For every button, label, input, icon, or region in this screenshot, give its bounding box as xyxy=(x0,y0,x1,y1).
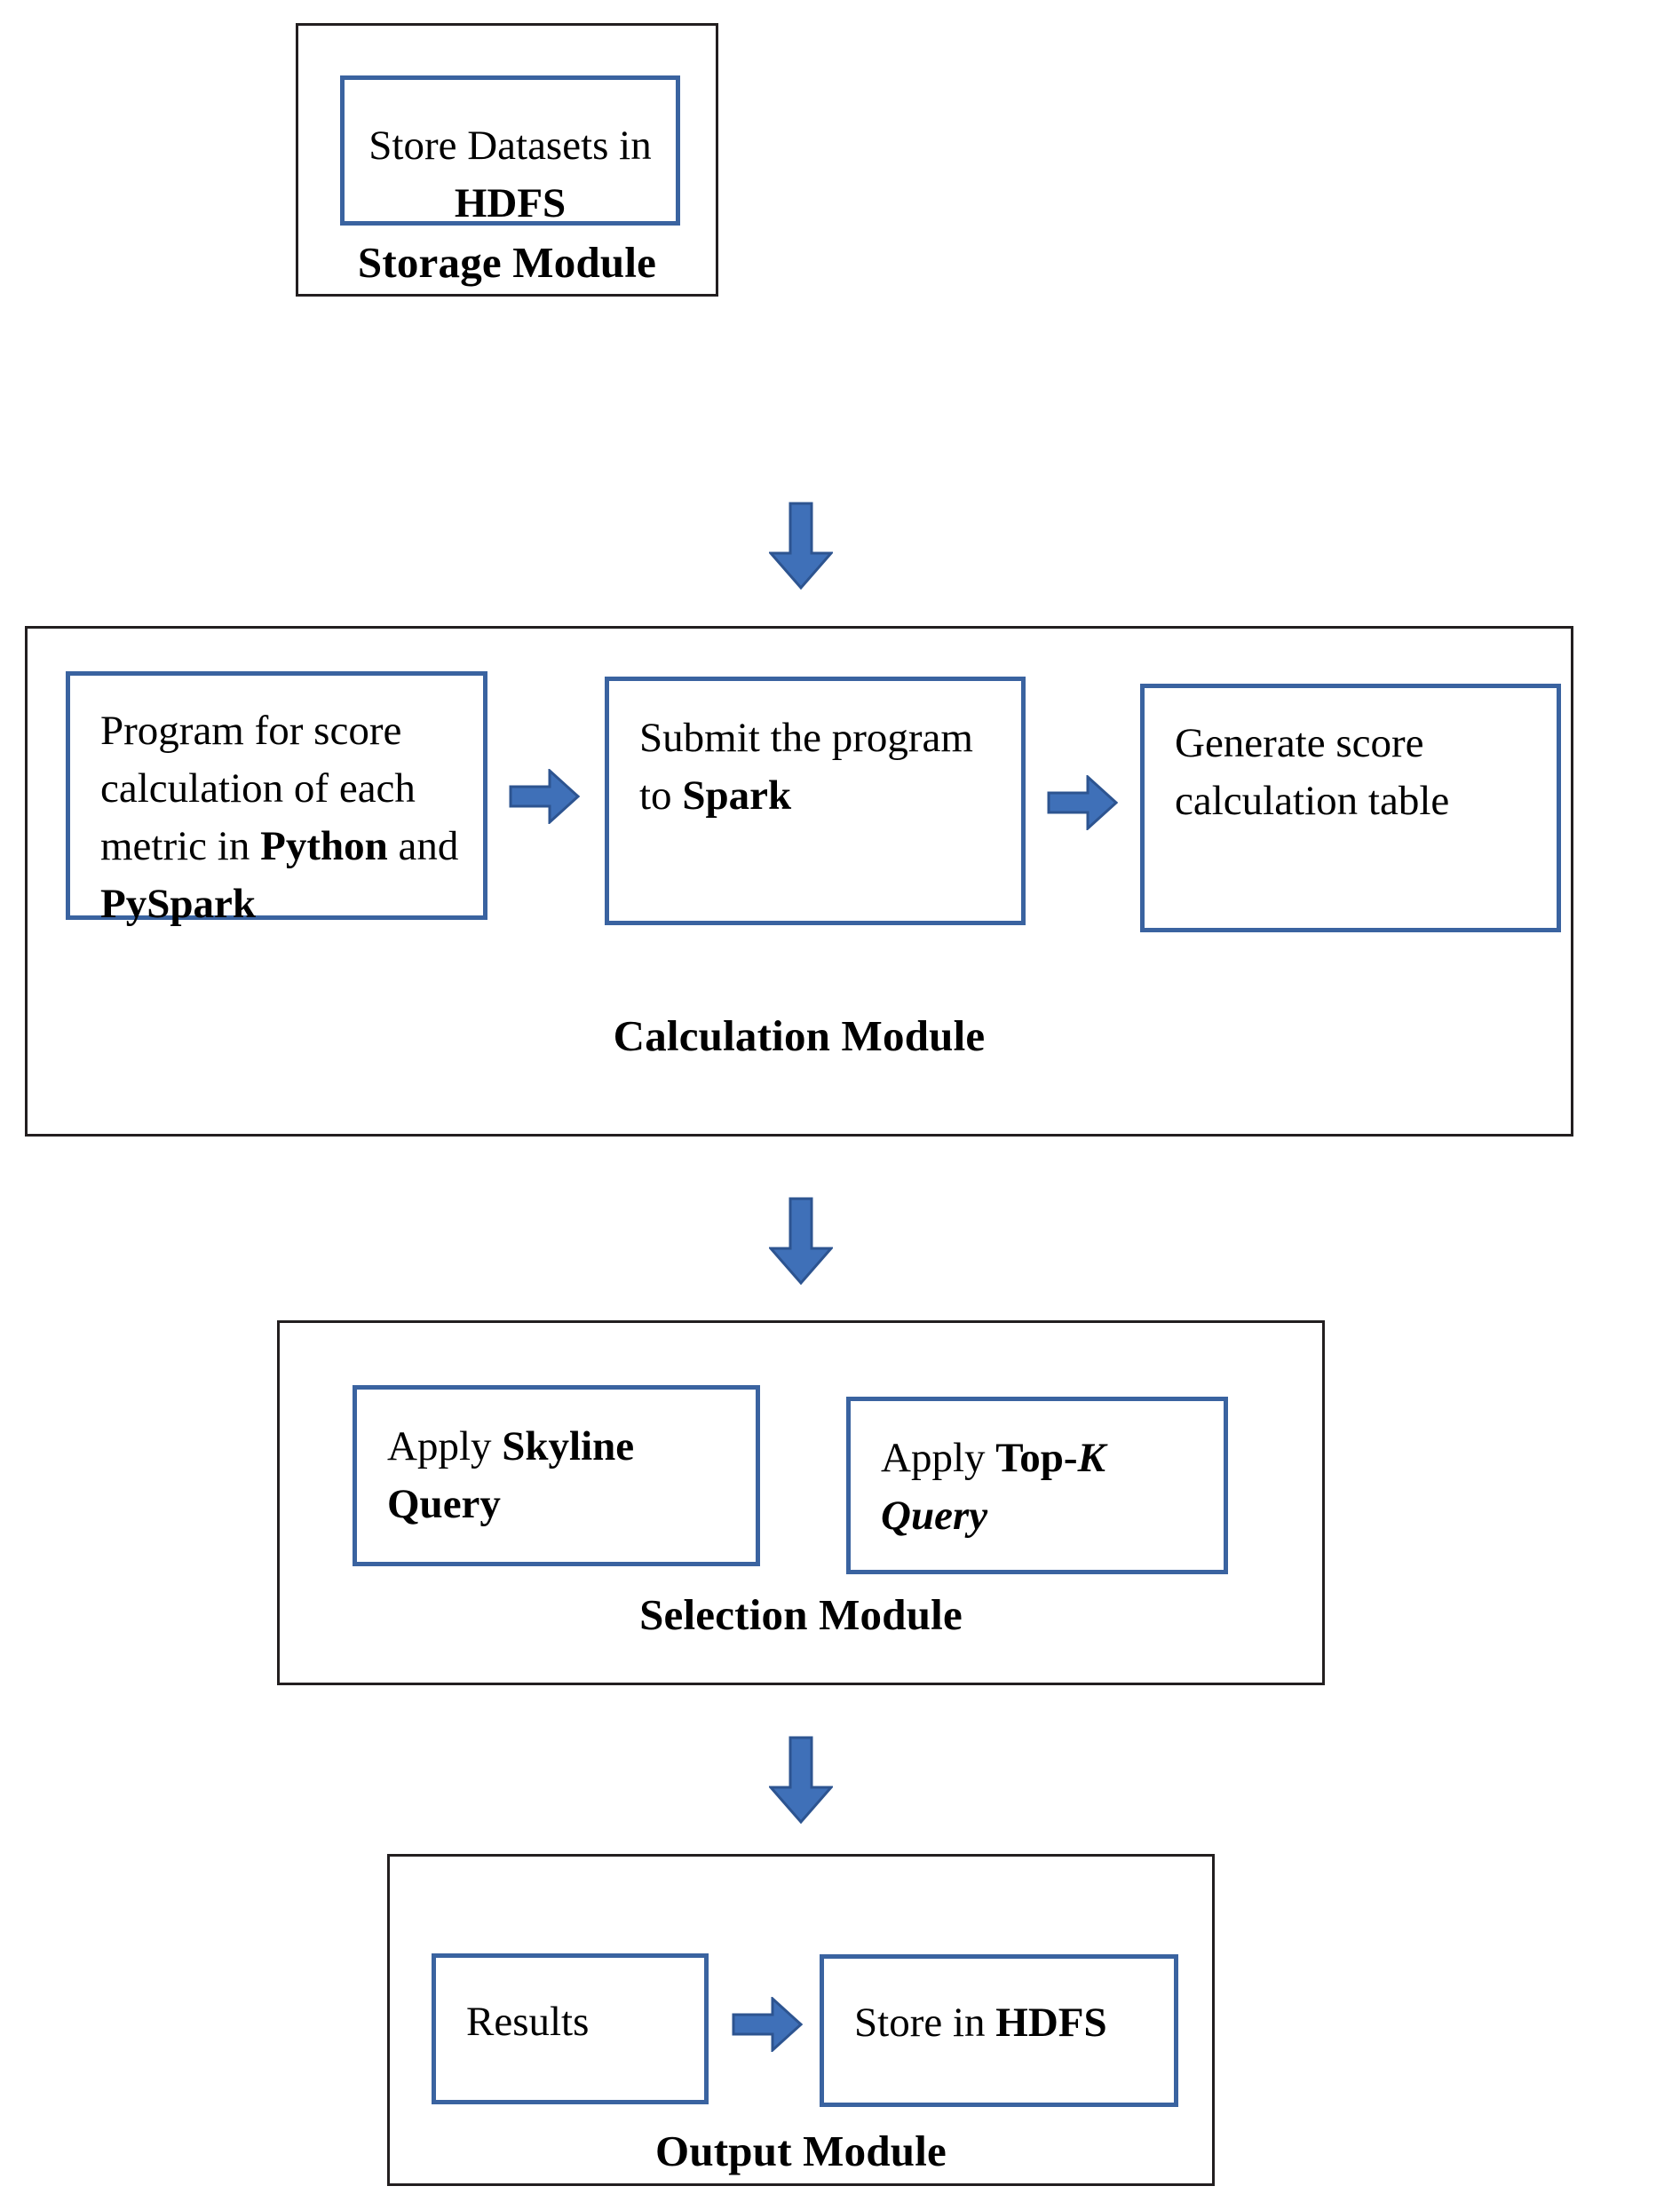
text-part-bold-hdfs: HDFS xyxy=(995,2000,1107,2046)
text-part-bold: HDFS xyxy=(454,179,567,226)
module-storage: Store Datasets in HDFS Storage Module xyxy=(296,23,718,297)
process-box-results: Results xyxy=(432,1953,709,2104)
process-box-apply-topk-label: Apply Top-K Query xyxy=(881,1430,1208,1545)
process-box-store-hdfs: Store in HDFS xyxy=(820,1954,1178,2107)
text-part-plain: Store Datasets in xyxy=(368,123,652,169)
text-part-bold-top: Top- xyxy=(995,1435,1078,1481)
process-box-apply-skyline-label: Apply Skyline Query xyxy=(387,1418,740,1533)
text-part-bold-skyline-query: Skyline Query xyxy=(387,1423,635,1527)
arrow-calculation-to-selection-icon xyxy=(769,1197,833,1286)
text-part-bold-pyspark: PySpark xyxy=(100,880,256,927)
process-box-generate-table: Generate score calculation table xyxy=(1140,684,1561,932)
text-part-plain: Generate score calculation table xyxy=(1175,720,1450,824)
text-part-plain-and: and xyxy=(387,822,459,869)
process-box-store-datasets: Store Datasets in HDFS xyxy=(340,75,680,226)
text-part-plain: Results xyxy=(466,1999,590,2045)
arrow-results-to-store-icon xyxy=(732,1997,803,2052)
module-output: Results Store in HDFS Output Module xyxy=(387,1854,1215,2186)
process-box-submit-program: Submit the program to Spark xyxy=(605,677,1026,925)
process-box-apply-skyline: Apply Skyline Query xyxy=(353,1385,760,1566)
text-part-bold-italic-query: Query xyxy=(881,1492,988,1539)
process-box-program-score-label: Program for score calculation of each me… xyxy=(100,702,467,932)
process-box-store-hdfs-label: Store in HDFS xyxy=(854,1994,1158,2052)
process-box-generate-table-label: Generate score calculation table xyxy=(1175,715,1541,830)
module-selection-caption: Selection Module xyxy=(639,1590,963,1639)
module-storage-caption: Storage Module xyxy=(357,238,657,287)
module-output-caption: Output Module xyxy=(655,2127,947,2175)
module-selection: Apply Skyline Query Apply Top-K Query Se… xyxy=(277,1320,1325,1685)
module-calculation: Program for score calculation of each me… xyxy=(25,626,1573,1137)
arrow-selection-to-output-icon xyxy=(769,1736,833,1825)
text-part-bold-spark: Spark xyxy=(682,772,792,819)
arrow-program-to-submit-icon xyxy=(509,769,580,824)
arrow-storage-to-calculation-icon xyxy=(769,502,833,590)
text-part-plain: Submit the program to xyxy=(639,715,973,819)
text-part-plain: Apply xyxy=(881,1435,996,1481)
process-box-apply-topk: Apply Top-K Query xyxy=(846,1397,1228,1574)
text-part-bold-italic-k: K xyxy=(1077,1435,1105,1481)
text-part-bold-python: Python xyxy=(260,822,388,869)
process-box-store-datasets-label: Store Datasets in HDFS xyxy=(345,117,676,233)
text-part-plain: Apply xyxy=(387,1423,503,1469)
text-part-plain: Program for score calculation of each me… xyxy=(100,708,416,869)
arrow-submit-to-generate-icon xyxy=(1047,775,1118,830)
process-box-submit-program-label: Submit the program to Spark xyxy=(639,709,1005,825)
text-part-plain: Store in xyxy=(854,2000,996,2046)
module-calculation-caption: Calculation Module xyxy=(613,1011,986,1060)
process-box-results-label: Results xyxy=(466,1993,688,2051)
process-box-program-score: Program for score calculation of each me… xyxy=(66,671,487,927)
